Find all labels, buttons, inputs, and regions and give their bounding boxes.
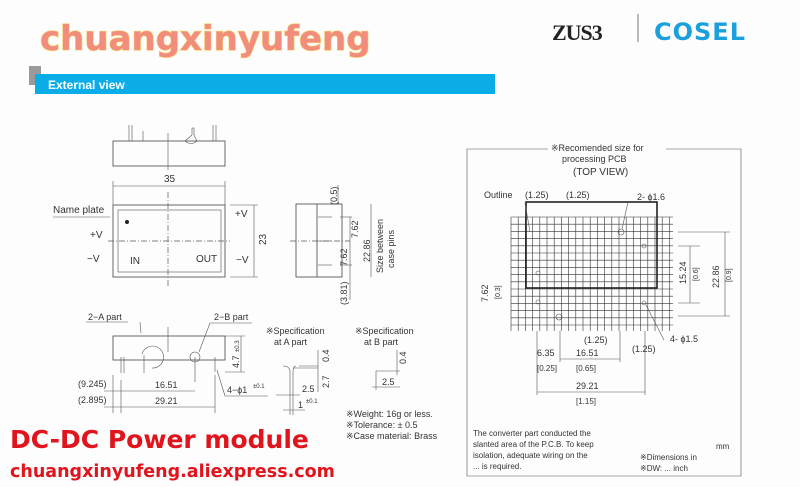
bottom-span: 29.21: [155, 396, 178, 406]
top-side-view: [112, 125, 226, 170]
offset-1: (9.245): [78, 379, 107, 389]
note-tolerance: ※Tolerance: ± 0.5: [346, 420, 418, 430]
spec-b-d1: 0.4: [398, 351, 408, 364]
spec-a-detail: [276, 350, 319, 415]
pcb-outline-label: Outline: [484, 190, 513, 200]
pcb-dim-h2: 16.51: [576, 348, 599, 358]
bottom-view: [86, 321, 268, 413]
plus-v-in-label: +V: [90, 230, 103, 241]
out-label: OUT: [196, 254, 217, 265]
note-case-material: ※Case material: Brass: [346, 431, 438, 441]
pcb-gap-2: (1.25): [566, 190, 590, 200]
spec-a-d4-tol: ±0.1: [306, 399, 318, 405]
minus-v-out-label: −V: [236, 255, 249, 266]
in-label: IN: [130, 256, 140, 267]
part-a-label: 2−A part: [88, 312, 122, 322]
pcb-dim-note-2: ※DW: ... inch: [640, 464, 688, 473]
watermark-store: chuangxinyufeng.aliexpress.com: [10, 462, 335, 482]
pcb-dim-note-1: ※Dimensions in: [640, 453, 697, 462]
pcb-title-2: processing PCB: [562, 154, 627, 164]
pcb-dim-h1: 6.35: [537, 348, 555, 358]
pcb-grid: [510, 216, 673, 331]
model-name: ZUS3: [552, 20, 603, 45]
side-bottom-gap: (3.81): [339, 281, 349, 305]
pcb-title-1: ※Recomended size for: [551, 143, 644, 153]
pcb-dim-h3-in: [1.15]: [576, 397, 596, 406]
pcb-box: [466, 148, 742, 477]
side-span-note-1: Size between: [375, 219, 385, 273]
cosel-logo: COSEL: [654, 18, 746, 46]
pcb-title-3: (TOP VIEW): [573, 167, 628, 178]
bottom-height: 4.7: [231, 355, 241, 368]
pcb-dim-v2-in: [0.9]: [726, 268, 733, 282]
spec-b-title-2: at B part: [364, 337, 399, 347]
spec-b-d2: 2.5: [382, 377, 395, 387]
pcb-note-1: The converter part conducted the: [473, 429, 591, 438]
pcb-dim-v1-in: [0.6]: [693, 267, 700, 281]
pcb-note-2: slanted area of the P.C.B. To keep: [473, 440, 594, 449]
spec-a-title-1: ※Specification: [266, 326, 325, 336]
plus-v-out-label: +V: [235, 209, 248, 220]
pcb-dim-h3: 29.21: [576, 381, 599, 391]
watermark-product: DC-DC Power module: [10, 425, 309, 454]
pcb-dim-left: 7.62: [480, 284, 490, 302]
dim-height: 23: [258, 233, 269, 245]
side-span: 22.86: [362, 239, 372, 262]
name-plate-label: Name plate: [53, 205, 105, 216]
section-title: External view: [48, 78, 125, 92]
spec-a-title-2: at A part: [274, 337, 308, 347]
pcb-dim-v1: 15.24: [678, 261, 688, 284]
offset-2: (2.895): [78, 395, 107, 405]
dim-width: 35: [164, 174, 176, 185]
note-weight: ※Weight: 16g or less.: [346, 409, 433, 419]
spec-a-d4: 1: [298, 400, 303, 410]
minus-v-in-label: −V: [87, 254, 100, 265]
pcb-dim-h2-in: [0.65]: [576, 364, 596, 373]
side-pitch-2: 7.62: [339, 248, 349, 266]
pcb-note-3: isolation, adequate wiring on the: [473, 451, 588, 460]
pins-label: 4−ϕ1: [227, 385, 247, 395]
pcb-gap-1: (1.25): [525, 190, 549, 200]
bottom-height-tol: ±0.3: [235, 340, 241, 352]
part-b-label: 2−B part: [214, 312, 249, 322]
pins-tol: ±0.1: [253, 384, 265, 390]
bottom-pitch: 16.51: [155, 380, 178, 390]
front-view: [53, 181, 258, 287]
pcb-dim-left-in: [0.3]: [495, 285, 502, 299]
pcb-gap-3: (1.25): [584, 335, 608, 345]
spec-b-title-1: ※Specification: [355, 326, 414, 336]
side-span-note-2: case pins: [386, 229, 396, 268]
pcb-dim-note-unit: mm: [716, 442, 730, 451]
pcb-gap-4: (1.25): [632, 344, 656, 354]
side-pitch-1: 7.62: [350, 220, 360, 238]
section-bar: [35, 74, 495, 94]
spec-a-d2: 2.7: [321, 375, 331, 388]
spec-a-d3: 2.5: [302, 384, 315, 394]
side-view: [290, 185, 372, 300]
spec-a-d1: 0.4: [321, 349, 331, 362]
pcb-note-4: ... is required.: [473, 462, 521, 471]
pcb-holes-b: 4- ϕ1.5: [670, 334, 698, 344]
pcb-outline: [524, 201, 730, 395]
pcb-dim-v2: 22.86: [711, 265, 721, 288]
pcb-holes-a: 2- ϕ1.6: [637, 192, 665, 202]
spec-b-detail: [372, 350, 400, 390]
watermark-name: chuangxinyufeng: [40, 19, 371, 59]
pcb-dim-h1-in: [0.25]: [537, 364, 557, 373]
side-top-gap: (0.5): [329, 186, 339, 205]
